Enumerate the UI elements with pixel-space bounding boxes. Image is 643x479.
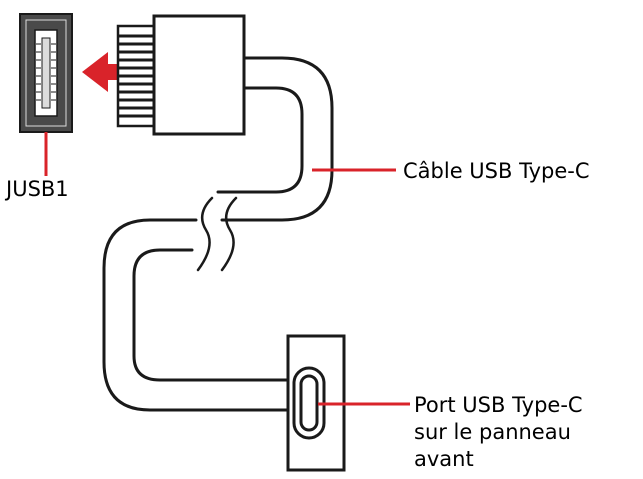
front-port-label-line-2: sur le panneau xyxy=(414,420,571,444)
jusb1-label: JUSB1 xyxy=(6,177,69,201)
cable-break-mark-right xyxy=(220,196,238,272)
cable-label: Câble USB Type-C xyxy=(403,159,590,183)
insert-arrow-head xyxy=(82,52,108,92)
connector-grip-ribs xyxy=(118,34,154,118)
usb-c-cable xyxy=(102,56,334,412)
cable-connector-plug xyxy=(116,14,246,136)
cable-break-mark-left xyxy=(196,196,214,272)
jusb1-header-key xyxy=(41,37,51,109)
cable-bottom-inner-edge xyxy=(132,248,290,382)
front-port-label: Port USB Type-C sur le panneau avant xyxy=(414,392,583,473)
front-port-label-line-3: avant xyxy=(414,447,474,471)
connector-housing xyxy=(152,14,246,136)
jusb1-header-frame xyxy=(25,19,67,127)
cable-bottom-outer-edge xyxy=(102,218,290,412)
front-port-label-line-1: Port USB Type-C xyxy=(414,393,583,417)
jusb1-header-pins xyxy=(36,43,56,101)
jusb1-header xyxy=(19,13,73,133)
usb-c-port-inner xyxy=(299,374,319,432)
cable-top-outer-edge xyxy=(220,56,334,222)
cable-top-inner-edge xyxy=(216,86,304,194)
